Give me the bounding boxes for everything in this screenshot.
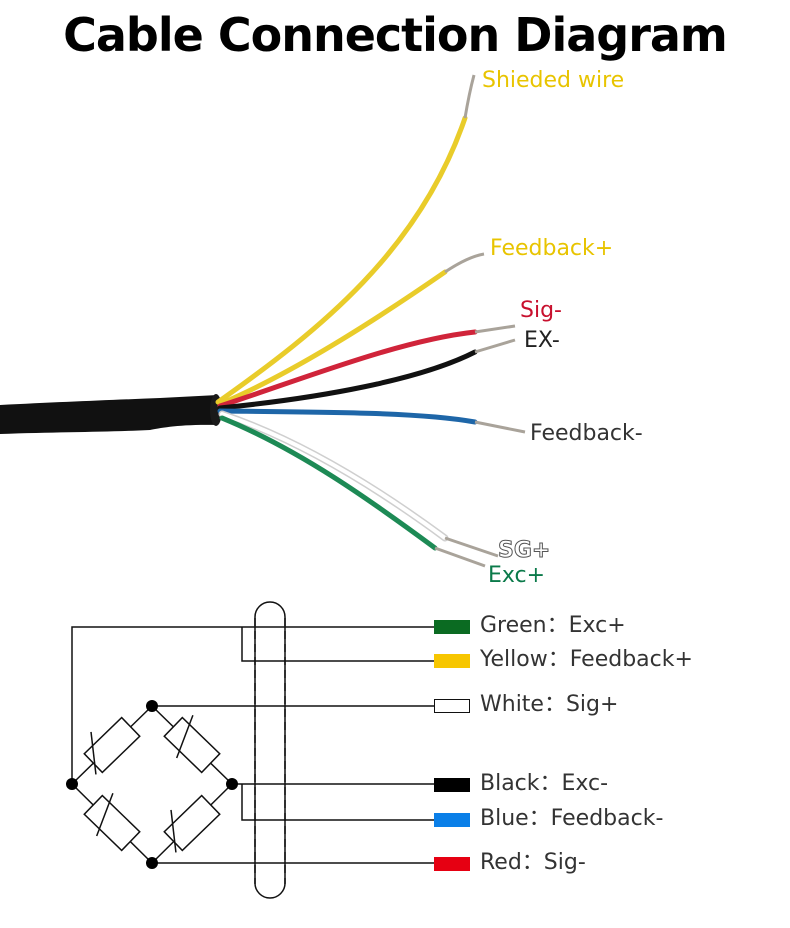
ex-minus-wire-tip — [474, 338, 516, 354]
shield-wire-tip — [463, 74, 476, 119]
label-sg-plus: SG+ — [497, 538, 551, 563]
resistor-bottom-right — [163, 794, 221, 853]
label-shielded-wire: Shieded wire — [482, 68, 625, 93]
legend-swatch-blue — [434, 813, 470, 827]
resistor-top-right — [163, 715, 221, 774]
page-title: Cable Connection Diagram — [63, 8, 728, 62]
node-left — [66, 778, 78, 790]
bridge-edge-br — [151, 783, 233, 864]
legend-swatch-red — [434, 857, 470, 871]
feedback-plus-wire — [217, 269, 448, 407]
feedback-minus-wire-tip — [474, 420, 526, 434]
green-line — [71, 626, 434, 784]
legend-swatch-white — [434, 699, 470, 713]
label-feedback-minus: Feedback- — [530, 421, 643, 446]
exc-plus-wire-tip — [434, 546, 486, 568]
label-sig-minus: Sig- — [520, 298, 562, 323]
blue-line — [241, 784, 434, 821]
yellow-line — [241, 627, 434, 662]
node-right — [226, 778, 238, 790]
sig-minus-wire — [217, 329, 478, 409]
sig-plus-wire-tip — [444, 536, 499, 558]
sig-minus-wire-tip — [474, 324, 516, 334]
legend-swatch-black — [434, 778, 470, 792]
node-top — [146, 700, 158, 712]
ex-minus-wire — [217, 349, 478, 411]
label-exc-plus: Exc+ — [488, 563, 546, 588]
shield-tube — [254, 601, 286, 899]
bridge-edge-tl — [71, 705, 153, 785]
legend-label-black: Black：Exc- — [480, 771, 609, 796]
legend-label-yellow: Yellow：Feedback+ — [480, 647, 693, 672]
cable-illustration — [0, 74, 526, 568]
legend-label-white: White：Sig+ — [480, 692, 619, 717]
resistor-bottom-left — [83, 793, 141, 852]
sig-plus-wire-fill — [220, 412, 447, 540]
feedback-plus-wire-tip — [444, 252, 485, 274]
feedback-minus-wire — [217, 408, 478, 425]
resistor-top-left — [83, 716, 141, 775]
legend-label-green: Green：Exc+ — [480, 613, 626, 638]
label-ex-minus: EX- — [524, 328, 560, 353]
node-bottom — [146, 857, 158, 869]
bridge-edge-tr — [151, 705, 233, 785]
cable-jacket — [0, 395, 218, 434]
legend-swatch-yellow — [434, 654, 470, 668]
legend-label-red: Red：Sig- — [480, 850, 586, 875]
exc-plus-wire — [219, 415, 438, 551]
label-feedback-plus: Feedback+ — [490, 236, 614, 261]
legend-label-blue: Blue：Feedback- — [480, 806, 664, 831]
legend-swatch-green — [434, 620, 470, 634]
shield-wire — [215, 115, 468, 405]
bridge-edge-bl — [71, 783, 153, 864]
